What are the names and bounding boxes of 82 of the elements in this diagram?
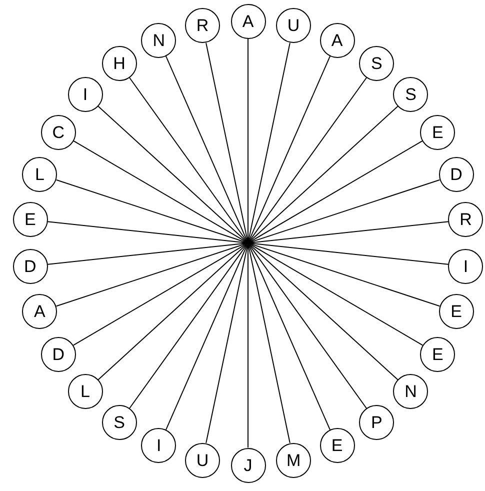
letter: L xyxy=(80,383,90,400)
connector-line xyxy=(249,243,440,307)
letter: R xyxy=(460,211,472,228)
letter: J xyxy=(244,456,252,474)
letter-circle xyxy=(68,374,103,410)
connector-line xyxy=(248,77,368,242)
connector-line xyxy=(165,244,248,430)
letter-circle xyxy=(184,8,220,44)
letter: L xyxy=(34,166,44,183)
connector-line xyxy=(249,140,424,242)
letter-circle xyxy=(320,22,355,58)
letter-circle xyxy=(276,442,312,478)
letter-circle xyxy=(276,8,312,44)
connector-line xyxy=(98,244,248,380)
letter-circle xyxy=(230,4,266,38)
letter-circle xyxy=(420,114,456,150)
connector-line xyxy=(248,56,331,242)
connector-line xyxy=(250,242,449,265)
letter: D xyxy=(450,166,462,183)
connector-line xyxy=(72,140,247,242)
connector-line xyxy=(128,244,248,409)
connector-line xyxy=(248,106,398,242)
letter-circle xyxy=(393,374,428,410)
letter: A xyxy=(242,12,254,30)
letter: N xyxy=(404,383,417,400)
letter-circle xyxy=(141,428,176,464)
letter: I xyxy=(82,86,88,103)
connector-line xyxy=(249,244,424,346)
letter: I xyxy=(463,258,468,275)
letter: M xyxy=(286,452,301,469)
letter-circle xyxy=(40,114,76,150)
letter-circle xyxy=(438,294,474,330)
letter: S xyxy=(371,54,382,72)
letter-circle xyxy=(141,22,176,58)
letter: C xyxy=(52,124,64,140)
connector-line xyxy=(248,244,368,409)
letter: E xyxy=(432,346,444,362)
letter-circle xyxy=(68,76,103,112)
letter: A xyxy=(34,303,46,320)
letter-circle xyxy=(12,248,48,284)
letter: S xyxy=(405,86,416,103)
letter: D xyxy=(24,258,36,275)
letter: S xyxy=(114,414,125,432)
letter: R xyxy=(196,17,209,34)
letter-circle xyxy=(359,46,394,81)
letter-circle xyxy=(102,46,137,81)
letter: A xyxy=(331,32,343,49)
letter: E xyxy=(331,437,343,454)
letter: H xyxy=(113,54,126,72)
letter-circle xyxy=(320,428,355,464)
letter-circle xyxy=(438,156,474,192)
letter-circle xyxy=(12,202,48,238)
letter-circle xyxy=(420,336,456,372)
letter: E xyxy=(450,303,462,320)
letter-circle xyxy=(230,448,266,482)
connector-line xyxy=(248,244,398,380)
letter: N xyxy=(152,32,166,49)
letter: U xyxy=(196,452,209,469)
letter: E xyxy=(432,124,444,140)
letter-circle xyxy=(448,248,484,284)
connector-line xyxy=(56,179,247,243)
letter-circle xyxy=(184,442,220,478)
connector-line xyxy=(165,56,248,242)
connector-line xyxy=(47,242,246,265)
letter-circle xyxy=(359,405,394,440)
letter: E xyxy=(24,211,36,228)
letter: D xyxy=(52,346,64,362)
letter-circle xyxy=(40,336,76,372)
letter: I xyxy=(156,437,162,454)
letter: P xyxy=(371,414,382,432)
connector-line xyxy=(72,244,247,346)
connector-line xyxy=(249,179,440,243)
letter: U xyxy=(287,17,300,34)
letter-circle xyxy=(448,202,484,238)
connector-line xyxy=(128,77,248,242)
letter-circle xyxy=(393,76,428,112)
connector-line xyxy=(98,106,248,242)
letter-circle xyxy=(102,405,137,440)
letter-circle xyxy=(22,294,58,330)
letter-circle xyxy=(22,156,58,192)
connector-line xyxy=(248,244,331,430)
connector-line xyxy=(56,243,247,307)
